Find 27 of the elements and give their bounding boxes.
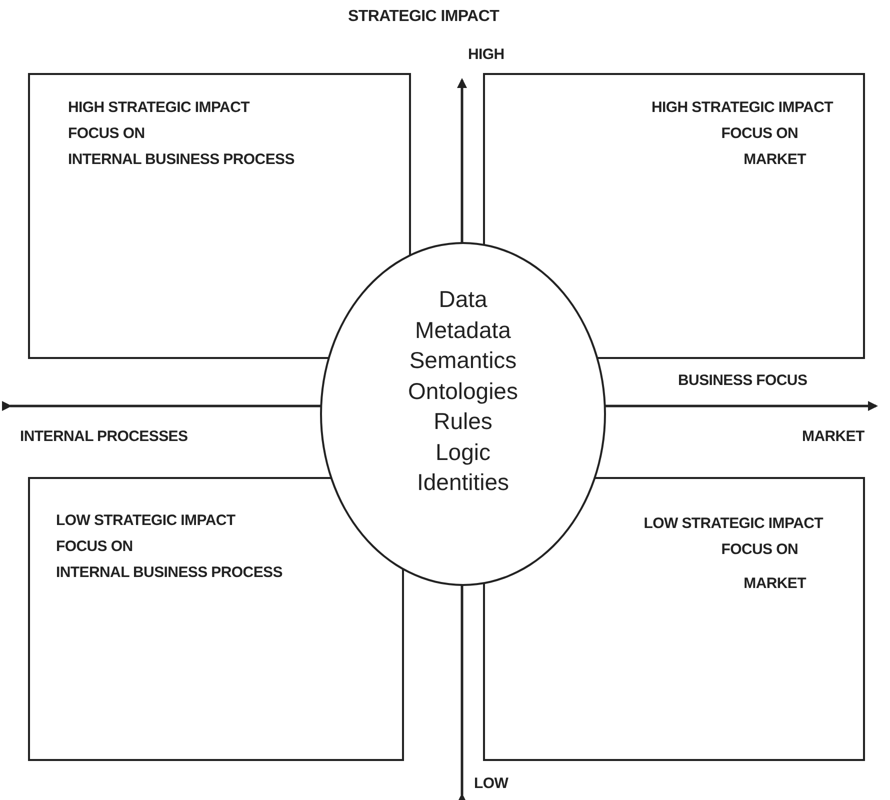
axis-label: LOW: [474, 775, 508, 792]
quadrant-text: FOCUS ON: [56, 538, 133, 555]
quadrant-box: [28, 73, 411, 359]
circle-item-text: Data: [438, 285, 488, 314]
quadrant-box: [28, 477, 404, 761]
quadrant-text: HIGH STRATEGIC IMPACT: [68, 99, 250, 116]
circle-item-text: Identities: [416, 468, 510, 497]
axis-label: BUSINESS FOCUS: [678, 372, 808, 389]
axis-label: INTERNAL PROCESSES: [20, 428, 188, 445]
quadrant-text: LOW STRATEGIC IMPACT: [644, 515, 823, 532]
quadrant-text: HIGH STRATEGIC IMPACT: [652, 99, 833, 116]
axis-label: HIGH: [468, 46, 504, 63]
circle-item-text: Logic: [434, 438, 492, 467]
quadrant-text: MARKET: [744, 575, 806, 592]
axis-label: STRATEGIC IMPACT: [348, 8, 500, 26]
quadrant-text: INTERNAL BUSINESS PROCESS: [68, 151, 294, 168]
circle-item-text: Ontologies: [407, 376, 519, 406]
quadrant-text: FOCUS ON: [68, 125, 145, 142]
quadrant-text: INTERNAL BUSINESS PROCESS: [56, 564, 282, 581]
quadrant-text: LOW STRATEGIC IMPACT: [56, 512, 236, 529]
quadrant-text: FOCUS ON: [721, 541, 798, 558]
axis-label: MARKET: [802, 428, 864, 445]
circle-item-text: Semantics: [408, 346, 518, 375]
quadrant-text: FOCUS ON: [721, 125, 798, 142]
quadrant-text: MARKET: [744, 151, 806, 168]
circle-item-text: Metadata: [414, 316, 512, 344]
circle-item-text: Rules: [432, 407, 494, 436]
